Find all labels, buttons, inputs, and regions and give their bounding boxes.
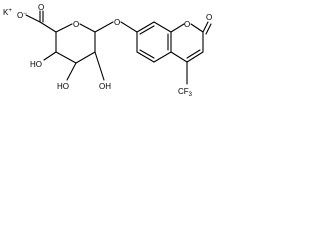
carboxylate-carbonyl-oxygen: O: [38, 3, 44, 12]
chemical-structure-diagram: K+: [3, 3, 212, 98]
glycosidic-bond: [94, 21, 114, 33]
trifluoromethyl-label: CF3: [178, 87, 193, 98]
glucuronate-ring: [55, 23, 96, 64]
carboxylate-anion-oxygen: O−: [17, 11, 27, 20]
lactone-ring-oxygen: O: [184, 20, 190, 29]
hydroxyl-bonds: [43, 51, 105, 81]
hydroxyl-c3-label: HO: [57, 82, 69, 91]
lactone-carbonyl-oxygen: O: [206, 13, 212, 22]
coumarin-benzene-ring: [136, 21, 172, 63]
carboxylate-group: [25, 10, 57, 33]
potassium-ion-label: K+: [3, 8, 12, 17]
glycosidic-oxygen: O: [114, 18, 120, 27]
hydroxyl-c4-label: HO: [30, 60, 42, 69]
glycosidic-bond-aryl: [120, 21, 138, 33]
sugar-ring-oxygen: O: [73, 20, 79, 29]
pyranone-ring: [170, 21, 212, 85]
hydroxyl-c2-label: OH: [99, 82, 111, 91]
